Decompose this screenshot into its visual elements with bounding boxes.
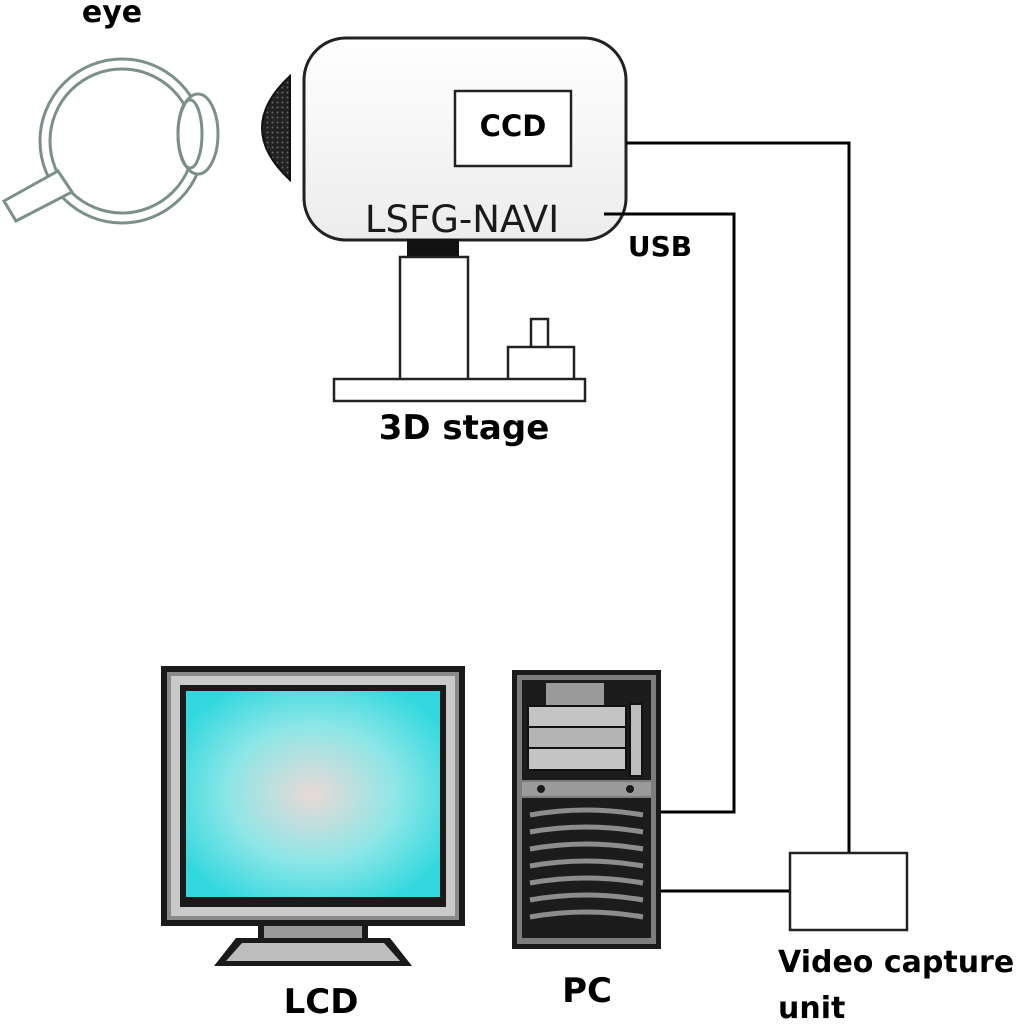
pc-label: PC [562, 971, 612, 1011]
lens-mesh-icon [260, 73, 291, 183]
capture-label-line2: unit [778, 991, 845, 1024]
stage-label: 3D stage [379, 408, 550, 448]
device-name-label: LSFG-NAVI [365, 198, 559, 241]
stage-knob [529, 317, 550, 350]
ccd-box [453, 89, 573, 168]
stage-block [506, 345, 576, 382]
drive-bay-1 [527, 705, 627, 728]
stage-column [398, 255, 470, 382]
3d-stage [332, 239, 587, 403]
pc-tower-icon [512, 670, 661, 949]
video-cable [626, 141, 851, 853]
monitor-screen [186, 691, 440, 897]
usb-label: USB [628, 230, 692, 263]
usb-cable [604, 212, 736, 814]
lsfg-navi-device: CCD LSFG-NAVI [260, 36, 628, 242]
stage-base [332, 377, 587, 403]
lcd-label: LCD [284, 982, 359, 1022]
capture-label-line1: Video capture [778, 945, 1014, 980]
ccd-label: CCD [480, 109, 547, 143]
eye-label: eye [82, 0, 142, 30]
lcd-monitor-icon [161, 666, 465, 966]
video-capture-unit-box [788, 851, 909, 932]
connections [604, 141, 851, 893]
drive-bay-3 [527, 747, 627, 771]
eye-icon [1, 57, 220, 225]
drive-bay-2 [527, 726, 627, 749]
power-led-icon [537, 785, 545, 793]
stage-mount [407, 239, 459, 257]
